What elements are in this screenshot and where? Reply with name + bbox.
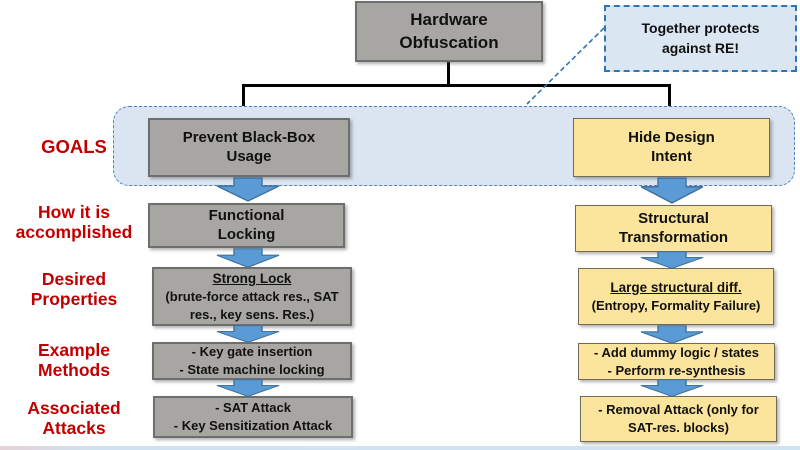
box-title-underlined: Large structural diff.	[610, 279, 742, 295]
together-protects-note: Together protects against RE!	[604, 5, 797, 72]
title-line: Obfuscation	[399, 32, 499, 52]
box-line: - State machine locking	[179, 362, 325, 377]
hide-design-intent-box: Hide Design Intent	[573, 118, 770, 177]
box-line: - Removal Attack (only for	[598, 402, 759, 418]
box-line: (Entropy, Formality Failure)	[591, 297, 761, 313]
box-line: res., key sens. Res.)	[189, 306, 315, 322]
label-line: GOALS	[41, 136, 107, 157]
label-line: Properties	[30, 288, 118, 309]
down-arrow-icon	[640, 177, 704, 204]
key-gate-methods-box: - Key gate insertion - State machine loc…	[152, 342, 352, 380]
label-line: Attacks	[42, 417, 106, 438]
row-label-how-accomplished: How it is accomplished	[0, 202, 148, 242]
down-arrow-icon	[640, 251, 704, 269]
title-line: Hardware	[410, 9, 488, 29]
row-label-associated-attacks: Associated Attacks	[0, 398, 148, 438]
row-label-desired-properties: Desired Properties	[0, 269, 148, 309]
box-line: Locking	[217, 225, 276, 243]
box-line: - Key Sensitization Attack	[173, 418, 333, 433]
down-arrow-icon	[216, 379, 280, 397]
label-line: accomplished	[15, 221, 133, 242]
down-arrow-icon	[216, 325, 280, 343]
label-line: Associated	[27, 398, 121, 418]
box-line: Usage	[226, 147, 272, 165]
note-line: against RE!	[661, 39, 739, 56]
box-line: - Key gate insertion	[191, 344, 313, 360]
connector-vertical-right	[668, 84, 671, 118]
down-arrow-icon	[640, 325, 704, 344]
large-structural-diff-box: Large structural diff. (Entropy, Formali…	[578, 268, 774, 325]
hardware-obfuscation-box: Hardware Obfuscation	[355, 1, 543, 62]
label-line: Example	[38, 340, 110, 360]
connector-vertical-top	[447, 62, 450, 86]
box-line: SAT-res. blocks)	[628, 420, 729, 435]
box-line: Structural	[638, 209, 709, 227]
functional-locking-box: Functional Locking	[148, 203, 345, 248]
box-line: Hide Design	[628, 128, 715, 146]
label-line: How it is	[38, 202, 110, 222]
strong-lock-box: Strong Lock (brute-force attack res., SA…	[152, 267, 352, 326]
label-line: Methods	[38, 359, 110, 380]
box-line: (brute-force attack res., SAT	[165, 289, 339, 305]
down-arrow-icon	[216, 248, 280, 268]
bottom-edge-strip	[0, 446, 800, 450]
box-title-underlined: Strong Lock	[212, 270, 292, 286]
structural-transformation-box: Structural Transformation	[575, 205, 772, 252]
removal-attack-box: - Removal Attack (only for SAT-res. bloc…	[580, 396, 777, 442]
box-line: Intent	[651, 147, 692, 165]
box-line: - SAT Attack	[215, 400, 291, 416]
box-line: Prevent Black-Box	[182, 128, 316, 146]
down-arrow-icon	[216, 177, 280, 202]
box-line: Functional	[208, 206, 285, 224]
row-label-example-methods: Example Methods	[0, 340, 148, 380]
box-line: - Add dummy logic / states	[594, 344, 759, 360]
down-arrow-icon	[640, 379, 704, 397]
row-label-goals: GOALS	[0, 136, 148, 158]
note-line: Together protects	[641, 19, 760, 36]
box-line: Transformation	[618, 228, 729, 246]
dummy-logic-methods-box: - Add dummy logic / states - Perform re-…	[578, 343, 775, 380]
dashed-callout-line	[526, 27, 605, 105]
box-line: - Perform re-synthesis	[607, 362, 746, 378]
connector-vertical-left	[242, 84, 245, 118]
label-line: Desired	[41, 269, 107, 289]
prevent-blackbox-box: Prevent Black-Box Usage	[148, 118, 350, 177]
sat-attack-box: - SAT Attack - Key Sensitization Attack	[153, 396, 353, 438]
connector-horizontal	[242, 84, 671, 87]
